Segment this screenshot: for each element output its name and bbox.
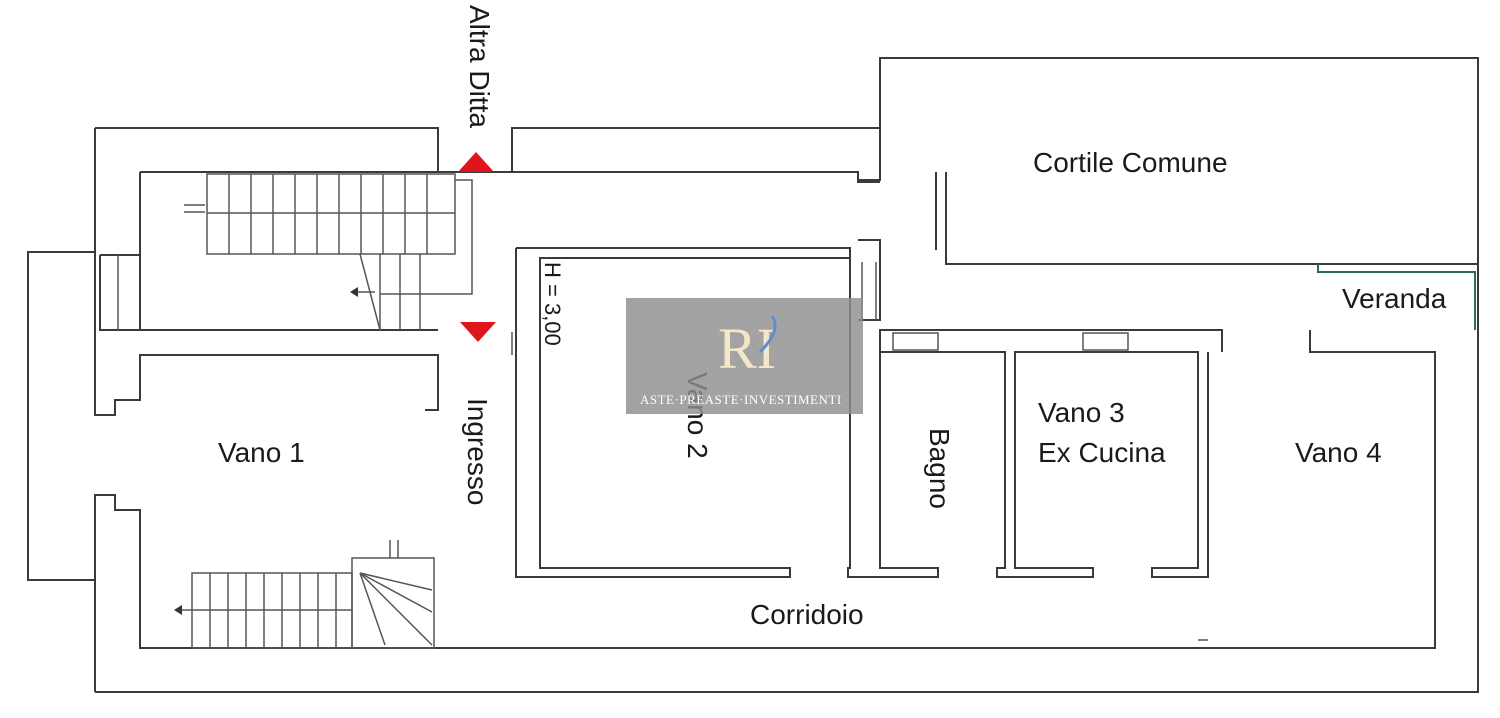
watermark: RI ASTE·PREASTE·INVESTIMENTI bbox=[626, 298, 863, 414]
label-ingresso: Ingresso bbox=[462, 398, 493, 505]
lower-staircase bbox=[174, 540, 435, 649]
outer-walls bbox=[27, 57, 1479, 693]
label-cortile-comune: Cortile Comune bbox=[1033, 147, 1228, 178]
partition-walls bbox=[880, 332, 1209, 641]
upper-staircase bbox=[184, 173, 473, 331]
entrance-marker-bottom bbox=[460, 322, 496, 342]
label-height: H = 3,00 bbox=[540, 262, 565, 346]
label-veranda: Veranda bbox=[1342, 283, 1447, 314]
watermark-logo: RI bbox=[718, 316, 776, 381]
label-vano-1: Vano 1 bbox=[218, 437, 305, 468]
label-bagno: Bagno bbox=[924, 428, 955, 509]
label-altra-ditta: Altra Ditta bbox=[464, 5, 495, 128]
label-corridoio: Corridoio bbox=[750, 599, 864, 630]
cortile-walls bbox=[935, 172, 1478, 265]
veranda-walls bbox=[879, 264, 1476, 352]
label-vano-3-line2: Ex Cucina bbox=[1038, 437, 1166, 468]
label-vano-4: Vano 4 bbox=[1295, 437, 1382, 468]
vano2-walls bbox=[511, 239, 939, 578]
label-vano-3-line1: Vano 3 bbox=[1038, 397, 1125, 428]
entrance-marker-top bbox=[458, 152, 494, 172]
watermark-tagline: ASTE·PREASTE·INVESTIMENTI bbox=[640, 392, 842, 407]
